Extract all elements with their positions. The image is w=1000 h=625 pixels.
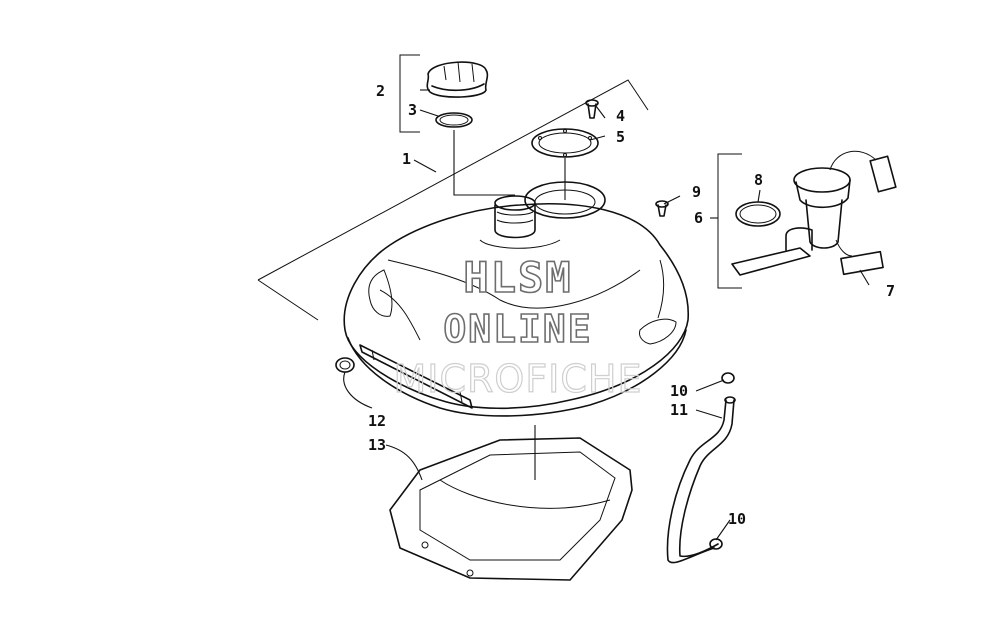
fuel-tank [343,181,690,417]
fuel-cap [426,61,489,98]
watermark-line-1: HLSM [463,253,572,302]
callout-8: 8 [754,171,763,189]
callout-5: 5 [616,128,625,146]
callout-10-bottom: 10 [728,510,746,528]
leader-lines [343,89,870,541]
hose-clamp-bottom [709,538,723,550]
screw-top [585,99,599,119]
skid-plate [389,437,633,581]
hose-clamp-top [721,372,735,384]
grommet [335,357,355,373]
callout-3: 3 [408,101,417,119]
callout-13: 13 [368,436,386,454]
callout-1: 1 [402,150,411,168]
callout-12: 12 [368,412,386,430]
vent-hose [666,396,736,564]
pump-seal-ring [735,201,781,227]
callout-6: 6 [694,209,703,227]
callout-2: 2 [376,82,385,100]
pump-gasket-ring [531,128,599,158]
callout-labels: 1 2 3 4 5 6 7 8 9 10 10 11 12 13 [368,82,895,528]
callout-10-top: 10 [670,382,688,400]
cap-gasket [435,112,473,128]
callout-11: 11 [670,401,688,419]
watermark-line-2: ONLINE [443,307,592,351]
screw-side [655,200,669,217]
callout-7: 7 [886,282,895,300]
reference-lines [257,54,742,321]
watermark: HLSM ONLINE MICROFICHE [393,252,642,401]
watermark-line-3: MICROFICHE [393,357,642,401]
callout-4: 4 [616,107,625,125]
fuel-pump-assembly [731,150,897,276]
callout-9: 9 [692,183,701,201]
